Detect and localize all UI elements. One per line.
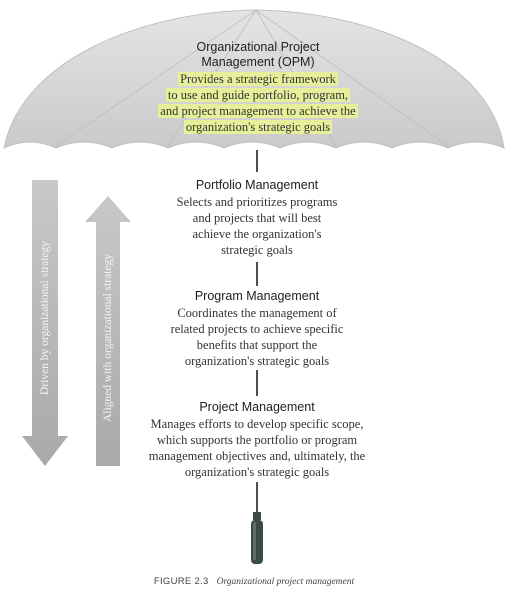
project-title: Project Management xyxy=(199,400,315,414)
down-arrow xyxy=(22,180,68,466)
project-desc-line: organization's strategic goals xyxy=(184,465,330,479)
figure-caption-text: Organizational project management xyxy=(216,577,355,587)
project-desc-line: management objectives and, ultimately, t… xyxy=(148,449,366,463)
umbrella-handle xyxy=(251,512,263,564)
program-desc-line: organization's strategic goals xyxy=(184,354,330,368)
portfolio-title: Portfolio Management xyxy=(195,178,319,192)
opm-desc-line: to use and guide portfolio, program, xyxy=(165,88,351,102)
up-arrow xyxy=(85,196,131,466)
opm-block: Organizational Project Management (OPM) … xyxy=(100,40,416,135)
up-arrow-label: Aligned with organizational strategy xyxy=(102,253,114,423)
portfolio-block: Portfolio Management Selects and priorit… xyxy=(117,178,397,258)
down-arrow-label: Driven by organizational strategy xyxy=(39,240,51,396)
opm-title-line1: Organizational Project xyxy=(196,40,320,54)
portfolio-desc-line: achieve the organization's xyxy=(192,227,322,241)
opm-title-line2: Management (OPM) xyxy=(201,55,315,69)
portfolio-desc-line: and projects that will best xyxy=(192,211,322,225)
project-desc-line: Manages efforts to develop specific scop… xyxy=(150,417,364,431)
opm-desc-line: Provides a strategic framework xyxy=(178,72,338,86)
opm-desc-line: and project management to achieve the xyxy=(158,104,358,118)
figure-caption: FIGURE 2.3 Organizational project managem… xyxy=(0,576,508,587)
program-desc-line: related projects to achieve specific xyxy=(170,322,344,336)
program-block: Program Management Coordinates the manag… xyxy=(117,289,397,369)
portfolio-desc-line: strategic goals xyxy=(221,243,293,257)
project-block: Project Management Manages efforts to de… xyxy=(117,400,397,480)
opm-desc-line: organization's strategic goals xyxy=(183,120,333,134)
program-title: Program Management xyxy=(194,289,320,303)
portfolio-desc-line: Selects and prioritizes programs xyxy=(176,195,338,209)
program-desc-line: benefits that support the xyxy=(196,338,318,352)
project-desc-line: which supports the portfolio or program xyxy=(156,433,358,447)
figure-number: FIGURE 2.3 xyxy=(153,576,209,587)
program-desc-line: Coordinates the management of xyxy=(177,306,337,320)
